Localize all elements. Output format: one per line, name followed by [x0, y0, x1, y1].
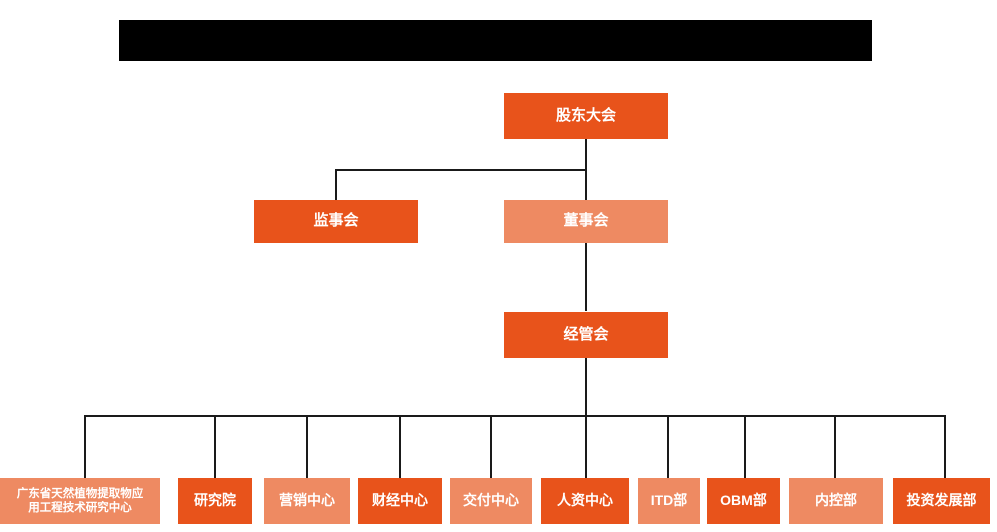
dept-label-line1: 广东省天然植物提取物应	[16, 487, 144, 500]
connector-drop-dept-8	[744, 415, 746, 478]
connector-shareholders-to-supervisors-bar	[335, 169, 587, 171]
node-board-of-supervisors[interactable]: 监事会	[254, 200, 418, 243]
connector-drop-dept-9	[834, 415, 836, 478]
dept-label-line2: 用工程技术研究中心	[28, 502, 132, 514]
node-shareholders-meeting[interactable]: 股东大会	[504, 93, 668, 139]
connector-directors-to-management	[585, 243, 587, 311]
node-department-hr-center[interactable]: 人资中心	[541, 478, 629, 524]
connector-supervisors-drop	[335, 169, 337, 201]
node-department-finance-center[interactable]: 财经中心	[358, 478, 442, 524]
redacted-title-banner	[119, 20, 872, 61]
connector-department-bus	[84, 415, 946, 417]
node-department-marketing-center[interactable]: 营销中心	[264, 478, 350, 524]
connector-drop-dept-2	[214, 415, 216, 478]
connector-drop-dept-1	[84, 415, 86, 478]
node-department-research-institute[interactable]: 研究院	[178, 478, 252, 524]
connector-management-stem	[585, 358, 587, 417]
node-department-guangdong-research-center[interactable]: 广东省天然植物提取物应 用工程技术研究中心	[0, 478, 160, 524]
node-board-of-directors[interactable]: 董事会	[504, 200, 668, 243]
node-department-itd[interactable]: ITD部	[638, 478, 700, 524]
node-department-internal-control[interactable]: 内控部	[789, 478, 883, 524]
connector-drop-dept-6	[585, 415, 587, 478]
connector-drop-dept-10	[944, 415, 946, 478]
node-department-investment-development[interactable]: 投资发展部	[893, 478, 990, 524]
connector-drop-dept-4	[399, 415, 401, 478]
node-department-obm[interactable]: OBM部	[707, 478, 780, 524]
connector-drop-dept-5	[490, 415, 492, 478]
node-management-committee[interactable]: 经管会	[504, 312, 668, 358]
node-department-delivery-center[interactable]: 交付中心	[450, 478, 532, 524]
connector-shareholders-stem	[585, 139, 587, 244]
connector-drop-dept-7	[667, 415, 669, 478]
connector-drop-dept-3	[306, 415, 308, 478]
